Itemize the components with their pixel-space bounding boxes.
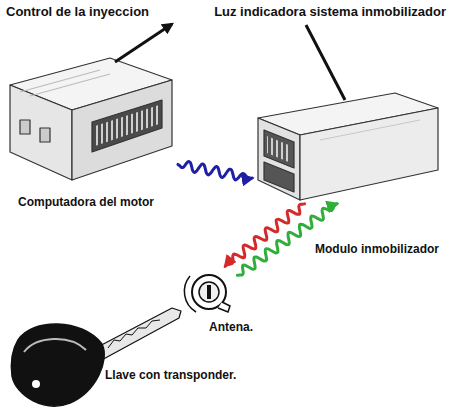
immobilizer-module-box: Modulo inmobilizador bbox=[255, 90, 440, 202]
part-label: Antena. bbox=[209, 320, 253, 334]
part-label: Modulo inmobilizador bbox=[315, 242, 439, 256]
label-holder: Control de la inyeccion bbox=[6, 4, 149, 19]
leader-line bbox=[306, 25, 345, 100]
key-box: Llave con transponder. bbox=[10, 298, 180, 408]
label-holder: Antena. bbox=[209, 320, 253, 334]
leader-arrow bbox=[115, 24, 172, 62]
label-holder: Luz indicadora sistema inmobilizador bbox=[214, 4, 446, 19]
label-holder: Modulo inmobilizador bbox=[315, 242, 439, 256]
part-label: Computadora del motor bbox=[18, 195, 154, 209]
engine-computer bbox=[10, 58, 172, 180]
antenna-ring bbox=[184, 275, 230, 312]
part-label: Llave con transponder. bbox=[105, 368, 236, 382]
label-holder: Llave con transponder. bbox=[105, 368, 236, 382]
transponder-key bbox=[11, 308, 181, 406]
signal-wave-arrow bbox=[237, 204, 337, 276]
label-holder: Computadora del motor bbox=[18, 195, 154, 209]
immobilizer-module bbox=[258, 93, 438, 200]
heading-label: Luz indicadora sistema inmobilizador bbox=[214, 4, 446, 19]
signal-wave-arrow bbox=[178, 161, 252, 180]
engine-computer-box: Computadora del motor bbox=[8, 55, 175, 185]
heading-label: Control de la inyeccion bbox=[6, 4, 149, 19]
antenna-box: Antena. bbox=[183, 268, 235, 316]
